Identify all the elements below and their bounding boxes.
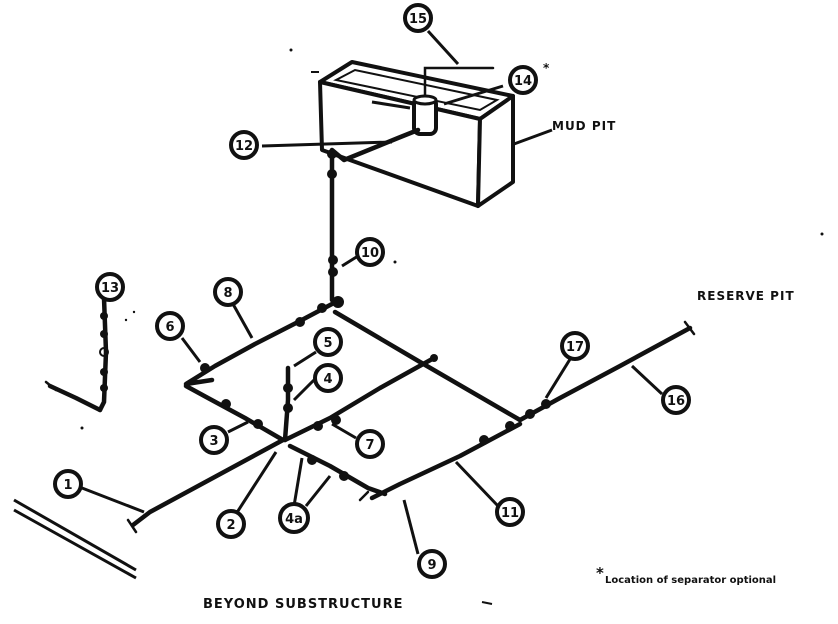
callout-2-label: 2 — [226, 518, 235, 533]
callout-4: 4 — [313, 363, 343, 393]
callout-5: 5 — [313, 327, 343, 357]
callout-1-label: 1 — [63, 478, 72, 493]
callout-10: 11 — [495, 497, 525, 527]
callout-12-label: 16 — [667, 394, 685, 409]
callout-10-label: 11 — [501, 506, 519, 521]
callout-3: 3 — [199, 425, 229, 455]
callout-4a: 4a — [278, 502, 310, 534]
callout-14-label: 13 — [101, 281, 119, 296]
callout-7-label: 6 — [165, 320, 174, 335]
callout-16: 15 — [403, 3, 433, 33]
callout-13-label: 12 — [235, 139, 253, 154]
callout-5-label: 5 — [323, 336, 332, 351]
reserve-pit-label: RESERVE PIT — [697, 289, 795, 303]
leader-lines — [81, 29, 664, 555]
callout-15-label: 14 — [514, 74, 532, 89]
beyond-substructure-label: BEYOND SUBSTRUCTURE — [203, 597, 403, 612]
callout-1: 1 — [53, 469, 83, 499]
callout-16-label: 15 — [409, 12, 427, 27]
callout-6-label: 7 — [365, 438, 374, 453]
separator-vessel — [412, 66, 495, 136]
callout-9: 8 — [213, 277, 243, 307]
piping — [44, 127, 696, 534]
callout-4-label: 4 — [323, 372, 332, 387]
callout-3-label: 3 — [209, 434, 218, 449]
callout-9-label: 8 — [223, 286, 232, 301]
callout-11-label: 10 — [361, 246, 379, 261]
callout-6: 7 — [355, 429, 385, 459]
callout-8: 9 — [417, 549, 447, 579]
callout-7: 6 — [155, 311, 185, 341]
callout-17-label: 17 — [566, 340, 584, 355]
callout-4a-label: 4a — [285, 512, 303, 527]
callout-17: 17 — [560, 331, 590, 361]
mud-pit-label: MUD PIT — [552, 119, 616, 133]
callout-2: 2 — [216, 509, 246, 539]
callout-11: 10 — [355, 237, 385, 267]
valves — [99, 149, 551, 481]
footnote-marker: * — [596, 564, 604, 582]
separator-asterisk: * — [543, 61, 550, 75]
callout-14: 13 — [95, 272, 125, 302]
callout-12: 16 — [661, 385, 691, 415]
callout-8-label: 9 — [427, 558, 436, 573]
footnote-text: Location of separator optional — [605, 575, 776, 586]
callout-13: 12 — [229, 130, 259, 160]
substructure-edge — [13, 498, 137, 580]
callout-15: 14 * — [508, 61, 550, 95]
